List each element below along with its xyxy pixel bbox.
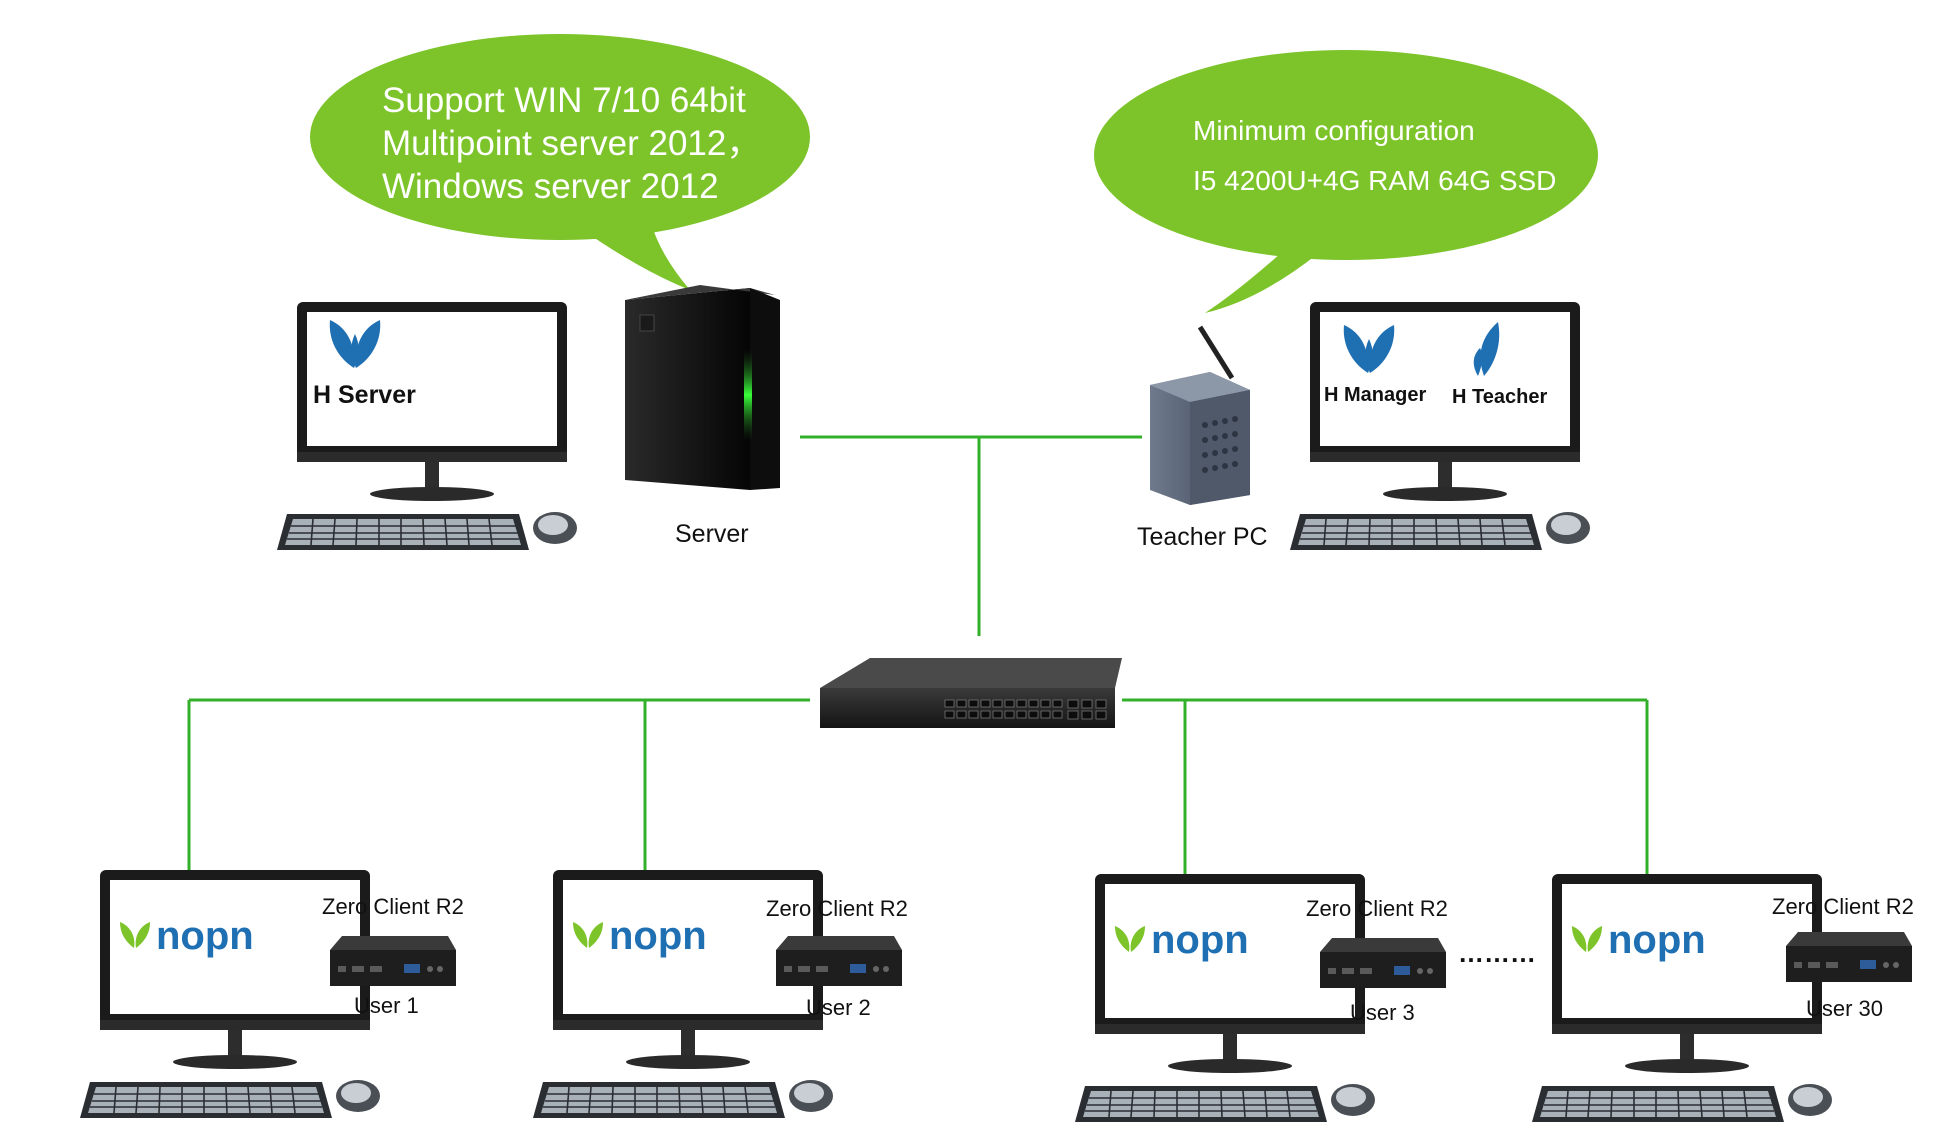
bubble-line-3: Windows server 2012 — [382, 167, 719, 206]
leaf-logo-icon — [1473, 322, 1500, 376]
user-label: User 3 — [1350, 1000, 1415, 1025]
client-2: nopn Zero Client R2 User 2 — [532, 869, 908, 1119]
zero-client-label: Zero Client R2 — [322, 894, 464, 919]
zero-client-label: Zero Client R2 — [766, 896, 908, 921]
network-wires — [187, 435, 1649, 874]
teacher-monitor: H Manager H Teacher — [1289, 301, 1591, 551]
nopn-logo: nopn — [609, 914, 707, 958]
zero-client-label: Zero Client R2 — [1772, 894, 1914, 919]
client-monitor: nopn — [1531, 873, 1833, 1123]
h-teacher-label: H Teacher — [1452, 386, 1547, 408]
h-manager-label: H Manager — [1324, 384, 1426, 406]
teacher-pc-label: Teacher PC — [1137, 523, 1268, 551]
zero-client-icon — [330, 936, 456, 986]
speech-bubble-os-support: Support WIN 7/10 64bit Multipoint server… — [310, 34, 810, 290]
speech-bubble-min-config: Minimum configuration I5 4200U+4G RAM 64… — [1094, 50, 1598, 313]
server-label: Server — [675, 520, 749, 548]
bubble-config-spec: I5 4200U+4G RAM 64G SSD — [1193, 165, 1556, 196]
user-label: User 2 — [806, 995, 871, 1020]
user-label: User 1 — [354, 993, 419, 1018]
client-monitor: nopn — [532, 869, 834, 1119]
network-switch-icon — [820, 658, 1122, 728]
mini-pc-icon — [1150, 325, 1250, 505]
bubble-line-2: Multipoint server 2012， — [382, 124, 761, 163]
zero-client-icon — [1786, 932, 1912, 982]
server-monitor: H Server — [276, 301, 578, 551]
client-monitor: nopn — [79, 869, 381, 1119]
server-app-label: H Server — [313, 381, 416, 409]
bubble-config-title: Minimum configuration — [1193, 115, 1475, 146]
bubble-line-1: Support WIN 7/10 64bit — [382, 81, 746, 120]
nopn-logo: nopn — [156, 914, 254, 958]
client-3: nopn Zero Client R2 User 3 — [1074, 873, 1448, 1123]
client-30: nopn Zero Client R2 User 30 — [1531, 873, 1914, 1123]
zero-client-icon — [776, 936, 902, 986]
nopn-logo: nopn — [1151, 918, 1249, 962]
zero-client-label: Zero Client R2 — [1306, 896, 1448, 921]
tower-server-icon — [625, 285, 780, 490]
client-monitor: nopn — [1074, 873, 1376, 1123]
user-label: User 30 — [1806, 996, 1883, 1021]
nopn-logo: nopn — [1608, 918, 1706, 962]
zero-client-icon — [1320, 938, 1446, 988]
more-clients-ellipsis: ……… — [1458, 938, 1536, 968]
client-1: nopn Zero Client R2 User 1 — [79, 869, 464, 1119]
